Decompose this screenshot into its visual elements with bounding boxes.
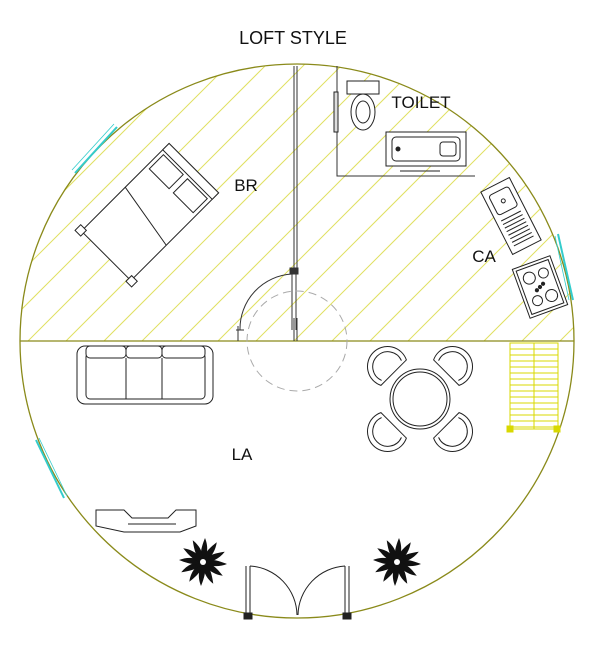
window-w <box>35 439 65 499</box>
room-label-living: LA <box>232 445 253 464</box>
bathtub <box>385 131 467 172</box>
windows <box>35 123 574 499</box>
window-nw <box>74 126 118 174</box>
room-label-kitchen: CA <box>472 247 496 266</box>
kitchen-sink <box>480 176 542 256</box>
bed <box>74 142 220 288</box>
entrance-door <box>243 565 352 620</box>
plan-title: LOFT STYLE <box>239 28 347 48</box>
plant-left <box>179 538 227 586</box>
tv-console <box>95 509 197 533</box>
loft-door <box>236 267 348 392</box>
cooktop <box>511 255 569 319</box>
toilet-fixture <box>333 80 380 133</box>
window-e <box>557 233 574 301</box>
room-label-toilet: TOILET <box>391 93 450 112</box>
stair <box>506 342 561 433</box>
plant-right <box>373 538 421 586</box>
room-label-bedroom: BR <box>234 176 258 195</box>
sofa <box>76 345 214 405</box>
dining-table <box>367 346 473 452</box>
